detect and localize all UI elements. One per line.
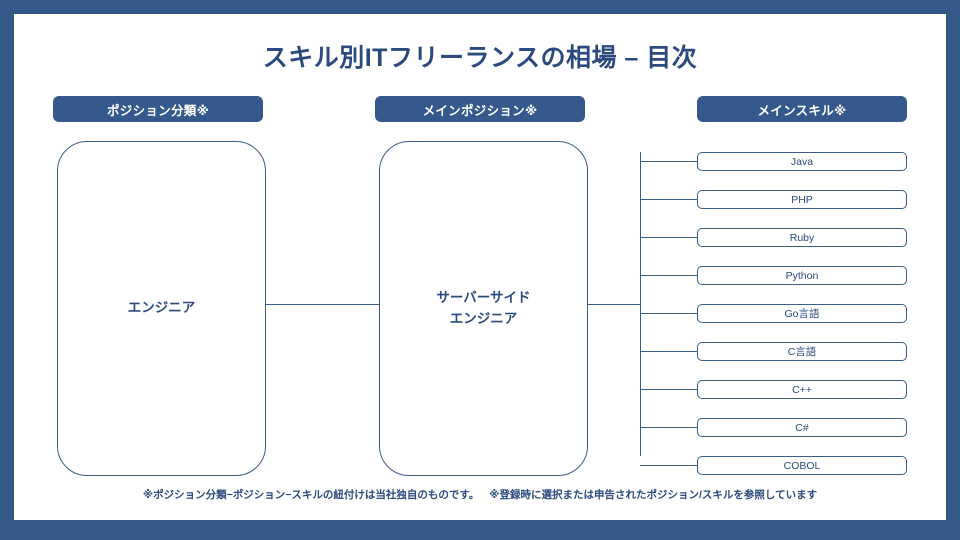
skill-branch-line — [640, 313, 697, 314]
skill-box-label: Ruby — [789, 231, 815, 244]
footnote-part-1: ※ポジション分類−ポジション−スキルの紐付けは当社独自のものです。 — [142, 489, 480, 501]
group-box-server-side-engineer-label: サーバーサイド エンジニア — [436, 288, 530, 330]
group-label-line-2: エンジニア — [449, 310, 518, 326]
group-box-server-side-engineer[interactable]: サーバーサイド エンジニア — [379, 141, 588, 476]
skill-box[interactable]: C言語 — [697, 342, 907, 361]
skill-box-label: PHP — [791, 193, 813, 206]
skill-box-label: COBOL — [783, 459, 821, 472]
skill-branch-line — [640, 199, 697, 200]
skill-box[interactable]: Java — [697, 152, 907, 171]
connector-position-to-skill-tree — [588, 304, 641, 305]
connector-engineer-to-position — [266, 304, 379, 305]
skill-box-label: Go言語 — [784, 308, 820, 320]
group-box-engineer[interactable]: エンジニア — [57, 141, 266, 476]
skill-branch-line — [640, 351, 697, 352]
skill-branch-line — [640, 161, 697, 162]
skill-box[interactable]: Python — [697, 266, 907, 285]
skill-box[interactable]: Ruby — [697, 228, 907, 247]
group-box-engineer-label: エンジニア — [127, 300, 196, 316]
slide-canvas: スキル別ITフリーランスの相場 – 目次 ポジション分類※ メインポジション※ … — [14, 14, 946, 520]
skill-box[interactable]: COBOL — [697, 456, 907, 475]
skill-box[interactable]: C# — [697, 418, 907, 437]
page-title: スキル別ITフリーランスの相場 – 目次 — [262, 44, 698, 72]
skill-box-label: C++ — [792, 383, 812, 396]
skill-box[interactable]: C++ — [697, 380, 907, 399]
skill-box-label: Java — [790, 155, 814, 168]
column-header-main-skill: メインスキル※ — [697, 96, 907, 122]
footnote: ※ポジション分類−ポジション−スキルの紐付けは当社独自のものです。 ※登録時に選択… — [14, 487, 946, 502]
skill-branch-line — [640, 427, 697, 428]
skill-box[interactable]: Go言語 — [697, 304, 907, 323]
skill-box-label: Python — [785, 269, 819, 282]
column-header-main-position: メインポジション※ — [375, 96, 585, 122]
skill-branch-line — [640, 275, 697, 276]
skill-box-label: C# — [795, 421, 809, 434]
column-header-position-category: ポジション分類※ — [53, 96, 263, 122]
skill-box-label: C言語 — [787, 346, 817, 358]
footnote-part-2: ※登録時に選択または申告されたポジション/スキルを参照しています — [489, 489, 818, 501]
skill-box[interactable]: PHP — [697, 190, 907, 209]
skill-branch-line — [640, 389, 697, 390]
skill-branch-line — [640, 237, 697, 238]
skill-tree-trunk — [640, 152, 641, 456]
group-label-line-1: サーバーサイド — [436, 289, 531, 305]
skill-branch-line — [640, 465, 697, 466]
